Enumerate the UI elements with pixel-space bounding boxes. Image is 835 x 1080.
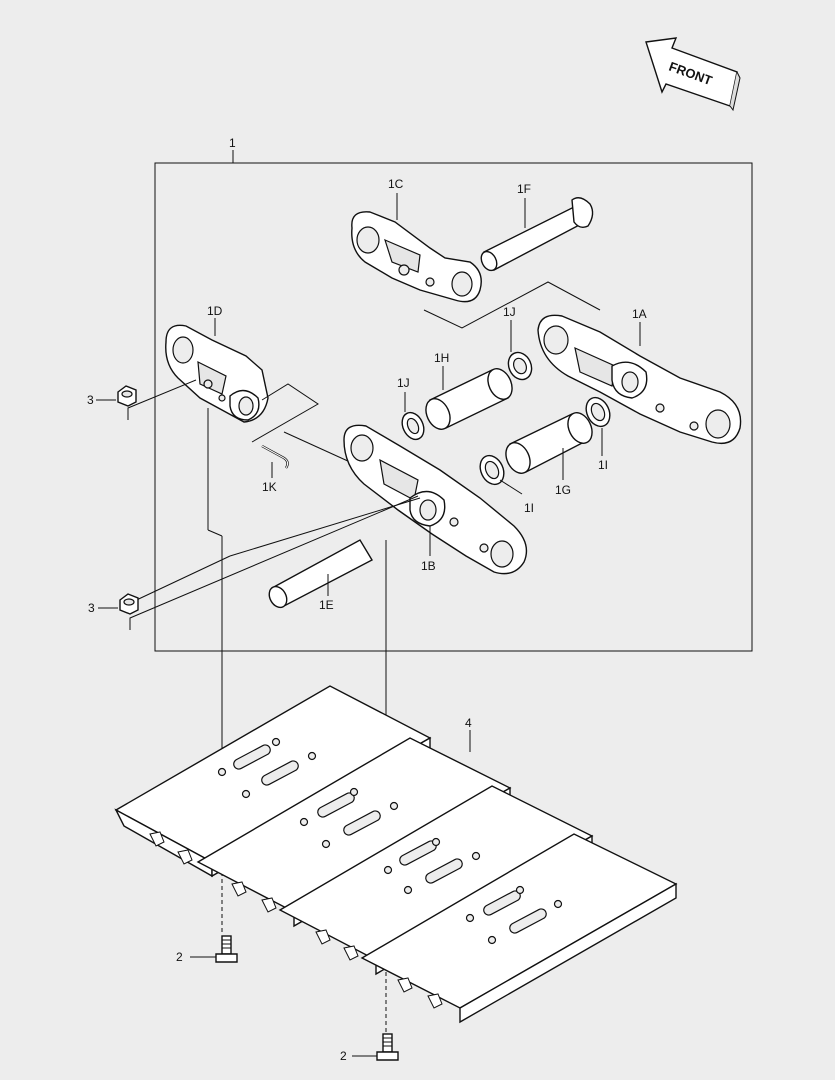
- assembly-box: [154, 162, 753, 652]
- link-1c: [351, 211, 482, 303]
- nut-3-lower: [119, 593, 139, 615]
- label-1i-right: 1I: [598, 458, 608, 472]
- label-1b: 1B: [421, 559, 436, 573]
- label-1i-left: 1I: [524, 501, 534, 515]
- label-4: 4: [465, 716, 472, 730]
- bushing-1h: [425, 368, 513, 430]
- label-2-right: 2: [340, 1049, 347, 1063]
- seal-1j-lower: [401, 411, 425, 441]
- label-1k: 1K: [262, 480, 277, 494]
- link-1d: [165, 324, 269, 423]
- label-1j-lower: 1J: [397, 376, 410, 390]
- pin-1f: [480, 197, 594, 272]
- label-1f: 1F: [517, 182, 531, 196]
- bolt-2-right: [376, 1033, 399, 1061]
- label-1c: 1C: [388, 177, 404, 191]
- seal-1j-upper: [507, 351, 533, 381]
- link-1b: [343, 424, 528, 575]
- track-shoes-4: [114, 685, 678, 1024]
- label-1d: 1D: [207, 304, 223, 318]
- label-1g: 1G: [555, 483, 571, 497]
- nut-3-upper: [117, 385, 137, 407]
- label-3-lower: 3: [88, 601, 95, 615]
- label-1e: 1E: [319, 598, 334, 612]
- label-1h: 1H: [434, 351, 449, 365]
- pin-1e: [268, 539, 373, 609]
- label-1j-upper: 1J: [503, 305, 516, 319]
- link-1a: [537, 314, 742, 445]
- clip-1k: [261, 444, 289, 469]
- label-1: 1: [229, 136, 236, 150]
- label-1a: 1A: [632, 307, 647, 321]
- label-2-left: 2: [176, 950, 183, 964]
- label-3-upper: 3: [87, 393, 94, 407]
- seal-1i-right: [585, 396, 611, 428]
- bushing-1g: [505, 412, 593, 474]
- seal-1i-left: [479, 454, 505, 486]
- bolt-2-left: [215, 935, 238, 963]
- front-arrow-icon: FRONT: [645, 37, 741, 112]
